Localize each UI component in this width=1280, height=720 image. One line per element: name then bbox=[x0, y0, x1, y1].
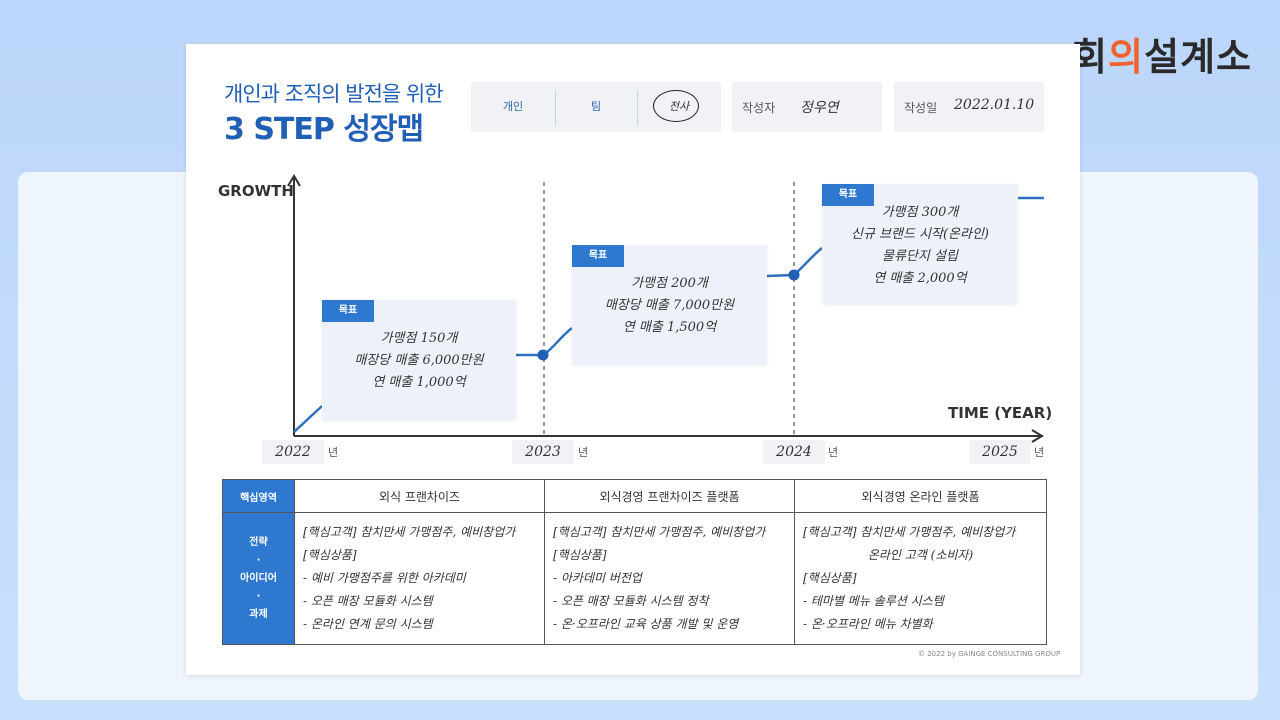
row-header-core-area: 핵심영역 bbox=[222, 479, 295, 513]
goal-card-2023: 목표 가맹점 200개 매장당 매출 7,000만원 연 매출 1,500억 bbox=[572, 245, 767, 365]
year-label-2022: 2022 bbox=[262, 440, 324, 464]
date-value: 2022.01.10 bbox=[954, 97, 1035, 113]
growth-line-seg-1 bbox=[293, 405, 323, 433]
scope-option-individual[interactable]: 개인 bbox=[502, 100, 524, 113]
column-head: 외식 프랜차이즈 bbox=[294, 479, 545, 513]
y-axis-arrow bbox=[287, 174, 301, 187]
strategy-table: 핵심영역 외식 프랜차이즈 외식경영 프랜차이즈 플랫폼 외식경영 온라인 플랫… bbox=[222, 479, 1047, 645]
strategy-cell: [핵심고객] 참치만세 가맹점주, 예비창업가 온라인 고객 (소비자) [핵심… bbox=[794, 512, 1047, 645]
year-unit: 년 bbox=[578, 446, 589, 459]
selection-circle bbox=[653, 90, 699, 122]
year-label-2024: 2024 bbox=[763, 440, 825, 464]
goal-line: 연 매출 1,000억 bbox=[372, 375, 466, 390]
goal-tag: 목표 bbox=[572, 245, 624, 267]
row-header-strategy: 전략 · 아이디어 · 과제 bbox=[222, 512, 295, 645]
x-axis-label: TIME (YEAR) bbox=[948, 404, 1053, 422]
column-head: 외식경영 프랜차이즈 플랫폼 bbox=[544, 479, 795, 513]
goal-line: 물류단지 설립 bbox=[882, 249, 958, 264]
author-value: 정우연 bbox=[800, 100, 839, 116]
milestone-dot-2024 bbox=[788, 269, 800, 281]
goal-card-2022: 목표 가맹점 150개 매장당 매출 6,000만원 연 매출 1,000억 bbox=[322, 300, 516, 420]
year-label-2023: 2023 bbox=[512, 440, 574, 464]
goal-tag: 목표 bbox=[822, 184, 874, 206]
goal-line: 연 매출 2,000억 bbox=[873, 271, 967, 286]
author-label: 작성자 bbox=[742, 101, 776, 115]
author-box: 작성자 정우연 bbox=[732, 82, 882, 132]
goal-line: 가맹점 150개 bbox=[380, 331, 458, 346]
milestone-dot-2023 bbox=[537, 349, 549, 361]
strategy-cell: [핵심고객] 참치만세 가맹점주, 예비창업가 [핵심상품] - 예비 가맹점주… bbox=[294, 512, 545, 645]
growth-map-document: 개인과 조직의 발전을 위한 3 STEP 성장맵 개인 팀 전사 작성자 정우… bbox=[186, 44, 1080, 675]
goal-line: 가맹점 300개 bbox=[881, 205, 959, 220]
date-label: 작성일 bbox=[904, 101, 938, 115]
year-label-2025: 2025 bbox=[969, 440, 1031, 464]
year-unit: 년 bbox=[328, 446, 339, 459]
brand-logo: 회의설계소 bbox=[1072, 35, 1252, 79]
year-unit: 년 bbox=[828, 446, 839, 459]
strategy-cell: [핵심고객] 참치만세 가맹점주, 예비창업가 [핵심상품] - 아카데미 버전… bbox=[544, 512, 795, 645]
scope-selector: 개인 팀 전사 bbox=[471, 82, 721, 132]
x-axis-arrow bbox=[1031, 429, 1044, 443]
goal-tag: 목표 bbox=[322, 300, 374, 322]
goal-line: 매장당 매출 6,000만원 bbox=[354, 353, 484, 368]
year-unit: 년 bbox=[1034, 446, 1045, 459]
goal-line: 매장당 매출 7,000만원 bbox=[604, 298, 735, 313]
y-axis-label: GROWTH bbox=[218, 182, 294, 200]
goal-line: 연 매출 1,500억 bbox=[622, 320, 717, 335]
goal-line: 신규 브랜드 시작(온라인) bbox=[850, 227, 989, 242]
goal-card-2024: 목표 가맹점 300개 신규 브랜드 시작(온라인) 물류단지 설립 연 매출 … bbox=[822, 184, 1018, 304]
goal-line: 가맹점 200개 bbox=[631, 276, 708, 291]
copyright-footer: © 2022 by GAINGE CONSULTING GROUP bbox=[918, 650, 1061, 658]
scope-option-team[interactable]: 팀 bbox=[590, 100, 602, 113]
doc-title: 3 STEP 성장맵 bbox=[224, 112, 424, 147]
column-head: 외식경영 온라인 플랫폼 bbox=[794, 479, 1047, 513]
doc-subtitle: 개인과 조직의 발전을 위한 bbox=[224, 82, 444, 106]
date-box: 작성일 2022.01.10 bbox=[894, 82, 1044, 132]
growth-chart bbox=[287, 174, 1044, 443]
